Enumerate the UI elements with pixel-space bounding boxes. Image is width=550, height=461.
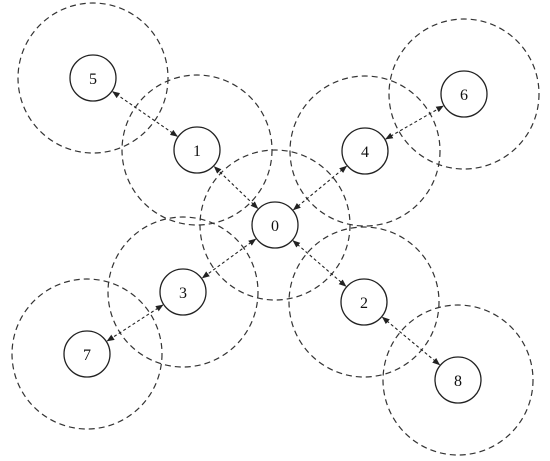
link-4-6 — [385, 105, 444, 140]
node-label-6: 6 — [460, 87, 468, 104]
node-1 — [173, 126, 221, 174]
node-label-0: 0 — [271, 218, 279, 235]
link-3-7 — [106, 304, 164, 342]
link-0-3 — [201, 238, 257, 279]
node-label-1: 1 — [193, 143, 201, 160]
node-label-2: 2 — [360, 295, 368, 312]
link-0-4 — [292, 165, 348, 211]
node-8 — [434, 356, 482, 404]
node-label-4: 4 — [361, 144, 369, 161]
node-7 — [63, 330, 111, 378]
nodes: 0 1 2 3 4 5 6 7 8 — [63, 54, 488, 404]
links — [106, 91, 444, 366]
node-label-3: 3 — [179, 285, 187, 302]
node-label-5: 5 — [89, 71, 97, 88]
range-circles — [11, 2, 540, 456]
link-0-2 — [292, 240, 347, 287]
node-5 — [69, 54, 117, 102]
range-circle-6 — [388, 18, 540, 170]
range-circle-1 — [121, 74, 273, 226]
link-2-8 — [381, 316, 441, 366]
node-4 — [341, 127, 389, 175]
node-6 — [440, 70, 488, 118]
range-circle-4 — [289, 75, 441, 227]
node-3 — [159, 268, 207, 316]
range-circle-5 — [17, 2, 169, 154]
link-0-1 — [213, 166, 259, 209]
range-circle-8 — [382, 304, 534, 456]
node-label-8: 8 — [454, 373, 462, 390]
node-2 — [340, 278, 388, 326]
node-0 — [251, 201, 299, 249]
node-label-7: 7 — [83, 347, 91, 364]
link-1-5 — [112, 91, 178, 137]
range-circle-2 — [288, 226, 440, 378]
range-circle-7 — [11, 278, 163, 430]
range-circle-3 — [107, 216, 259, 368]
